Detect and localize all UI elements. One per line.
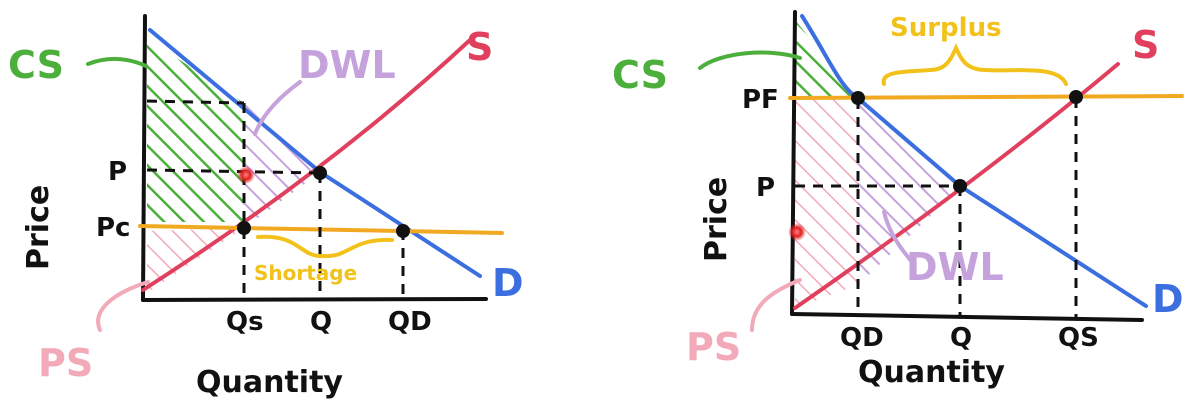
left-qd-point <box>396 224 410 238</box>
right-qty-tick-qs: QS <box>1058 323 1099 353</box>
left-price-p-tick: P <box>108 157 127 187</box>
left-marker-dot <box>237 166 255 184</box>
right-demand-label: D <box>1152 277 1184 321</box>
right-equilibrium-point <box>953 179 967 193</box>
left-diagram: CS PS DWL S D Shortage P Pc Qs Q QD Quan… <box>8 14 524 400</box>
right-supply-label: S <box>1132 23 1159 67</box>
right-qty-tick-q: Q <box>950 323 972 353</box>
right-price-p-tick: P <box>756 173 775 203</box>
left-ps-label: PS <box>38 341 93 385</box>
right-dwl-area <box>858 99 960 285</box>
left-dashed-guides <box>146 99 405 300</box>
right-price-floor-line <box>788 94 1184 100</box>
left-ps-pointer <box>96 280 150 332</box>
right-surplus-label: Surplus <box>890 13 1002 43</box>
left-dwl-pointer <box>253 80 302 136</box>
right-dwl-pointer <box>882 210 914 264</box>
left-x-axis <box>141 297 488 302</box>
right-ps-label: PS <box>686 325 741 369</box>
left-cs-label: CS <box>8 43 64 87</box>
right-cs-pointer <box>698 50 802 70</box>
left-qty-tick-qs: Qs <box>226 307 264 337</box>
left-ps-area <box>147 228 244 293</box>
right-cs-label: CS <box>612 53 668 97</box>
left-shortage-label: Shortage <box>254 261 357 285</box>
left-shortage-bracket <box>256 234 394 259</box>
right-surplus-bracket <box>881 43 1068 86</box>
left-demand-label: D <box>492 261 524 305</box>
left-supply-label: S <box>466 25 493 69</box>
left-y-axis-label: Price <box>21 185 56 270</box>
right-qs-point <box>1069 90 1083 104</box>
right-ps-pointer <box>750 278 802 332</box>
right-y-axis <box>790 10 797 316</box>
right-x-axis-label: Quantity <box>858 355 1005 390</box>
left-x-axis-label: Quantity <box>196 365 343 400</box>
right-price-pf-tick: PF <box>742 85 779 115</box>
left-qs-point <box>237 221 251 235</box>
right-y-axis-label: Price <box>699 177 734 262</box>
right-qty-tick-qd: QD <box>840 323 884 353</box>
left-dwl-area <box>244 103 320 228</box>
left-dwl-label: DWL <box>298 43 396 87</box>
left-cs-area <box>147 38 244 222</box>
right-x-axis <box>790 312 1144 322</box>
right-ps-area <box>795 99 858 308</box>
left-qty-tick-qd: QD <box>388 307 432 337</box>
right-dwl-label: DWL <box>906 245 1004 289</box>
left-price-pc-tick: Pc <box>96 213 130 243</box>
right-marker-dot <box>788 223 806 241</box>
left-cs-pointer <box>86 57 148 68</box>
left-y-axis <box>141 14 147 302</box>
right-dashed-guides <box>795 98 1078 318</box>
right-diagram: CS PS DWL Surplus S D PF P QD Q QS Quant… <box>612 10 1184 390</box>
left-qty-tick-q: Q <box>310 307 332 337</box>
right-qd-point <box>851 91 865 105</box>
left-equilibrium-point <box>313 166 327 180</box>
